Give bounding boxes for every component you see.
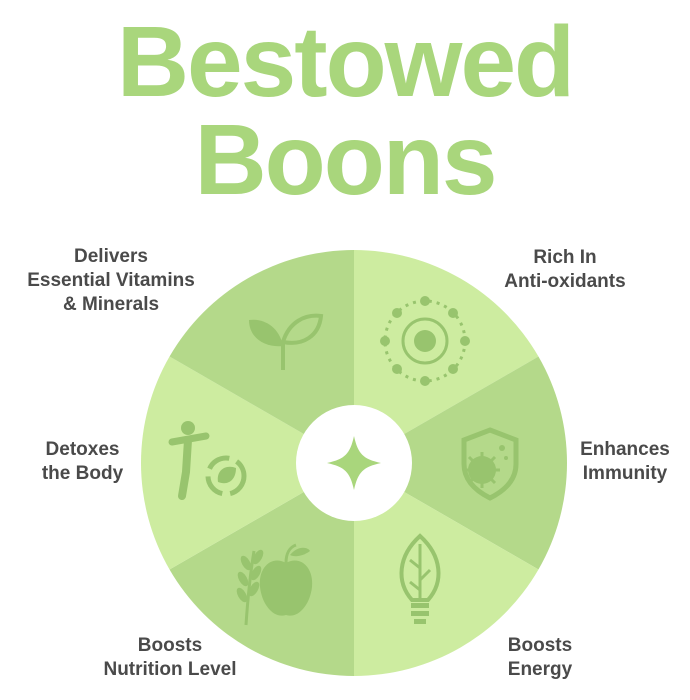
segment-detox: [141, 356, 354, 570]
label-nutrition: Boosts Nutrition Level: [103, 635, 237, 680]
wheat-apple-icon: [236, 543, 313, 626]
segment-antioxidants: [354, 250, 539, 463]
label-energy: Boosts Energy: [507, 635, 573, 680]
atom-orbit-icon: [380, 296, 470, 386]
leaf-bulb-icon: [399, 533, 441, 624]
title-line-2: Boons: [194, 104, 497, 216]
shield-virus-icon: [461, 427, 519, 501]
segment-energy: [354, 463, 539, 676]
segment-immunity: [354, 356, 567, 570]
label-antioxidants: Rich In Anti-oxidants: [504, 247, 626, 292]
title-line-1: Bestowed: [116, 6, 575, 118]
person-recycle-icon: [168, 421, 247, 500]
sprout-icon: [249, 313, 324, 370]
label-vitamins: Delivers Essential Vitamins & Minerals: [27, 246, 195, 315]
sparkle-star-icon: [327, 436, 381, 490]
segment-vitamins: [169, 250, 354, 463]
label-immunity: Enhances Immunity: [580, 439, 670, 484]
label-detox: Detoxes the Body: [41, 439, 124, 484]
segment-nutrition: [169, 463, 354, 676]
